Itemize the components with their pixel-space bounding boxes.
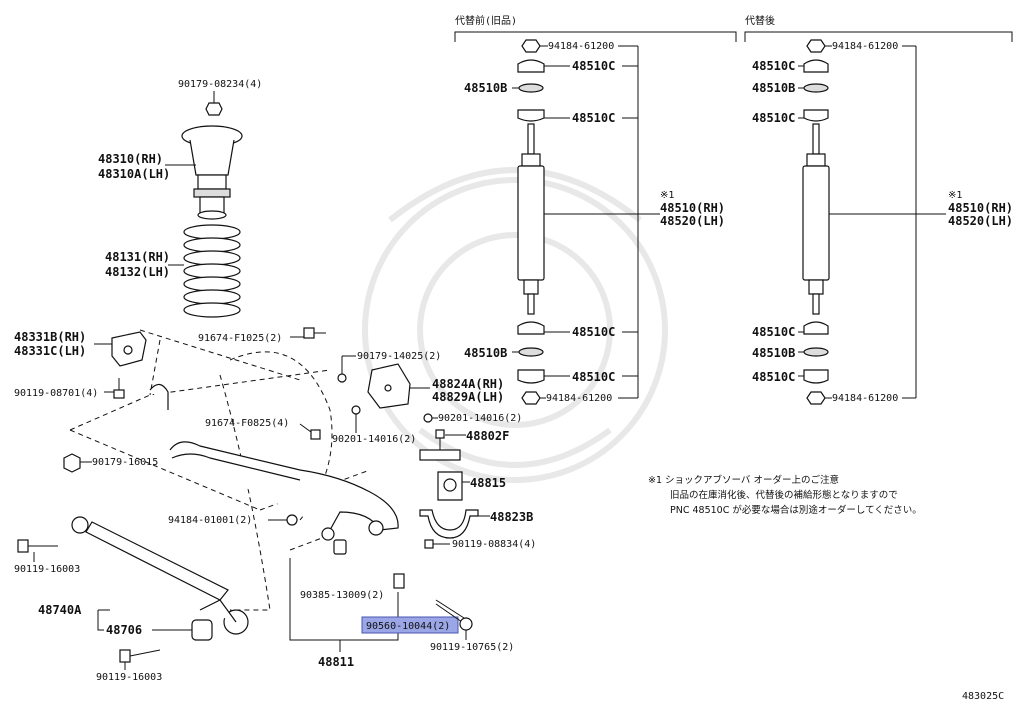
label-90179-16015: 90179-16015 <box>92 457 158 468</box>
bolt-90119-16003-b[interactable] <box>119 649 161 663</box>
label-after-48510c-2: 48510C <box>752 111 795 125</box>
lateral-control-rod[interactable] <box>71 516 249 635</box>
label-48131-rh: 48131(RH) <box>105 250 170 264</box>
label-before-48520-lh: 48520(LH) <box>660 214 725 228</box>
label-48331b-rh: 48331B(RH) <box>14 330 86 344</box>
label-90119-16003-b: 90119-16003 <box>96 672 162 683</box>
label-48823b: 48823B <box>490 510 533 524</box>
label-before-48510c-1: 48510C <box>572 59 615 73</box>
label-after-48520-lh: 48520(LH) <box>948 214 1013 228</box>
after-shock-absorber[interactable] <box>802 39 830 405</box>
label-before-48510c-3: 48510C <box>572 325 615 339</box>
label-90119-08834: 90119-08834(4) <box>452 539 536 550</box>
label-91674-f1025: 91674-F1025(2) <box>198 333 282 344</box>
label-90119-16003-a: 90119-16003 <box>14 564 80 575</box>
label-after-note-mark: ※1 <box>948 190 962 201</box>
label-90119-08701: 90119-08701(4) <box>14 388 98 399</box>
label-after-48510b-1: 48510B <box>752 81 795 95</box>
label-before-48510b-2: 48510B <box>464 346 507 360</box>
stabilizer-bushing[interactable] <box>437 471 463 501</box>
label-after-48510c-4: 48510C <box>752 370 795 384</box>
rod-bushing[interactable] <box>191 619 213 641</box>
spring-bracket[interactable] <box>111 331 147 367</box>
label-48310a-lh: 48310A(LH) <box>98 167 170 181</box>
label-48824a-rh: 48824A(RH) <box>432 377 504 391</box>
label-90385-13009: 90385-13009(2) <box>300 590 384 601</box>
upper-nut[interactable] <box>205 102 223 116</box>
label-90560-10044[interactable]: 90560-10044(2) <box>366 621 450 632</box>
label-before-94184-top: 94184-61200 <box>548 41 614 52</box>
label-48331c-lh: 48331C(LH) <box>14 344 86 358</box>
stabilizer-link[interactable] <box>419 429 461 461</box>
label-before-48510-rh: 48510(RH) <box>660 201 725 215</box>
label-before-94184-bot: 94184-61200 <box>546 393 612 404</box>
label-48829a-lh: 48829A(LH) <box>432 390 504 404</box>
label-94184-01001: 94184-01001(2) <box>168 515 252 526</box>
nut-90179-16015[interactable] <box>63 453 81 473</box>
bushing-bracket[interactable] <box>419 509 479 539</box>
label-48815: 48815 <box>470 476 506 490</box>
label-after-48510b-2: 48510B <box>752 346 795 360</box>
label-after-48510c-1: 48510C <box>752 59 795 73</box>
bolt-91674-f1025[interactable] <box>303 327 326 339</box>
bolt-90119-16003-a[interactable] <box>17 539 58 553</box>
label-48811: 48811 <box>318 655 354 669</box>
nut-90179-14025[interactable] <box>337 373 347 383</box>
label-after-48510c-3: 48510C <box>752 325 795 339</box>
note-line-3: PNC 48510C が必要な場合は別途オーダーしてください。 <box>670 504 922 516</box>
bolt-91674-f0825[interactable] <box>310 429 321 440</box>
label-before-48510c-2: 48510C <box>572 111 615 125</box>
label-after-94184-top: 94184-61200 <box>832 41 898 52</box>
label-after-48510-rh: 48510(RH) <box>948 201 1013 215</box>
stabilizer-bar[interactable] <box>149 383 399 541</box>
sleeve-90560-10044[interactable] <box>393 573 405 589</box>
label-48802f: 48802F <box>466 429 509 443</box>
nut-94184-01001[interactable] <box>286 514 298 526</box>
note-line-2: 旧品の在庫消化後、代替後の補給形態となりますので <box>670 489 898 501</box>
label-before-48510b-1: 48510B <box>464 81 507 95</box>
label-after-94184-bot: 94184-61200 <box>832 393 898 404</box>
label-before-note-mark: ※1 <box>660 190 674 201</box>
bolt-90119-08701[interactable] <box>113 378 125 399</box>
diagram-code: 483025C <box>962 691 1004 702</box>
label-90201-14016-a: 90201-14016(2) <box>332 434 416 445</box>
label-48132-lh: 48132(LH) <box>105 265 170 279</box>
label-48740a: 48740A <box>38 603 82 617</box>
collar-90385-13009[interactable] <box>333 539 347 555</box>
highlight-90560-10044 <box>361 616 459 634</box>
label-90201-14016-b: 90201-14016(2) <box>438 413 522 424</box>
suspension-support[interactable] <box>181 125 243 220</box>
label-before-48510c-4: 48510C <box>572 370 615 384</box>
washer-90201-14016-a[interactable] <box>351 405 361 415</box>
washer-90201-14016-b[interactable] <box>423 413 433 423</box>
label-90179-08234: 90179-08234(4) <box>178 79 262 90</box>
label-48310-rh: 48310(RH) <box>98 152 163 166</box>
stabilizer-bracket[interactable] <box>367 363 411 409</box>
label-90119-10765: 90119-10765(2) <box>430 642 514 653</box>
label-48706: 48706 <box>106 623 142 637</box>
section-after-title: 代替後 <box>745 14 775 27</box>
coil-spring[interactable] <box>183 224 241 318</box>
before-shock-absorber[interactable] <box>517 39 545 405</box>
watermark-emblem <box>362 167 668 483</box>
label-91674-f0825: 91674-F0825(4) <box>205 418 289 429</box>
label-90179-14025: 90179-14025(2) <box>357 351 441 362</box>
section-before-title: 代替前(旧品) <box>455 14 517 27</box>
bolt-90119-08834[interactable] <box>424 539 434 549</box>
note-line-1: ※1 ショックアブソーバ オーダー上のご注意 <box>648 474 839 486</box>
